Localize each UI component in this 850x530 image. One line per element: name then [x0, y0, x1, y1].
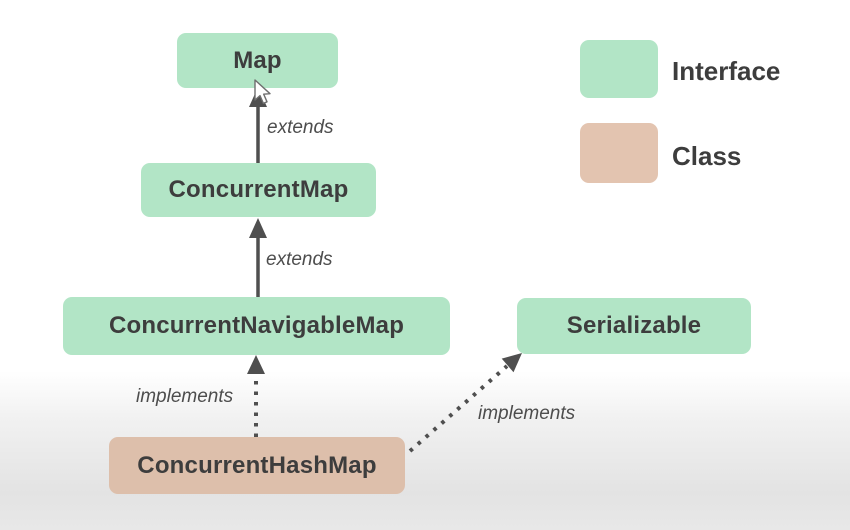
mouse-cursor-icon: [254, 79, 271, 105]
edge-label-implements-left: implements: [136, 386, 234, 407]
node-concurrentnavigablemap: ConcurrentNavigableMap: [63, 297, 450, 355]
legend-label-interface: Interface: [672, 56, 781, 86]
node-concurrentmap: ConcurrentMap: [141, 163, 376, 217]
edge-extends-concurrentmap: [249, 218, 267, 297]
legend-swatch-class: [580, 123, 658, 183]
edge-label-implements-right: implements: [478, 403, 576, 424]
legend-swatch-interface: [580, 40, 658, 98]
node-map: Map: [177, 33, 338, 88]
legend-label-class: Class: [672, 141, 742, 171]
edge-implements-concurrentnavigablemap: [247, 355, 265, 437]
edge-label-extends-bottom: extends: [266, 249, 333, 270]
edge-implements-serializable: [408, 353, 522, 453]
node-concurrenthashmap: ConcurrentHashMap: [109, 437, 405, 494]
edge-label-extends-top: extends: [267, 117, 334, 138]
node-serializable: Serializable: [517, 298, 751, 354]
